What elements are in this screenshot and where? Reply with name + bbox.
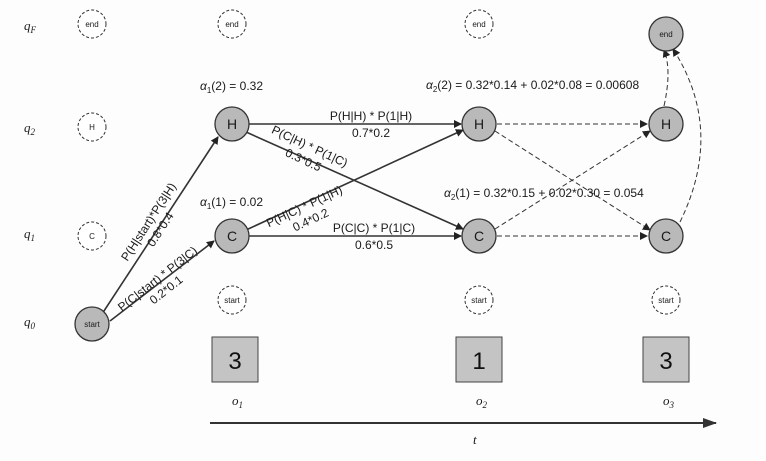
svg-text:C: C <box>661 228 671 244</box>
state-label-q0: q0 <box>24 314 36 331</box>
svg-text:start: start <box>224 296 240 305</box>
time-axis-label: t <box>473 432 477 447</box>
col1-end-node: end <box>217 9 247 39</box>
col0-H-node: H <box>77 112 107 142</box>
alpha-1-2-label: α1(2) = 0.32 <box>200 79 263 95</box>
col2-end-node: end <box>464 9 494 39</box>
svg-text:0.7*0.2: 0.7*0.2 <box>352 126 390 140</box>
col0-end-node: end <box>77 9 107 39</box>
svg-text:H: H <box>474 116 484 132</box>
edge-dashed-C-H <box>494 130 651 230</box>
edge-start-H <box>101 136 219 315</box>
svg-text:start: start <box>84 320 100 329</box>
col1-H-node: H <box>214 106 250 142</box>
col1-C-node: C <box>214 218 250 254</box>
edge-dashed-C-end <box>672 48 702 223</box>
svg-text:C: C <box>227 228 237 244</box>
svg-text:H: H <box>227 116 237 132</box>
col2-C-node: C <box>461 218 497 254</box>
col3-H-node: H <box>648 106 684 142</box>
observation-label-2: o2 <box>476 393 488 410</box>
svg-text:C: C <box>89 232 95 241</box>
observation-box-1: 3 <box>211 336 259 383</box>
observation-label-1: o1 <box>232 393 243 410</box>
state-label-q1: q1 <box>24 226 35 243</box>
svg-text:end: end <box>659 30 672 39</box>
col0-C-node: C <box>77 221 107 251</box>
svg-text:C: C <box>474 228 484 244</box>
svg-text:H: H <box>89 123 95 132</box>
col3-end-node: end <box>648 16 684 52</box>
col2-start-node: start <box>464 285 494 315</box>
alpha-2-2-label: α2(2) = 0.32*0.14 + 0.02*0.08 = 0.00608 <box>426 78 639 94</box>
col0-start-node: start <box>74 306 110 342</box>
alpha-2-1-label: α2(1) = 0.32*0.15 + 0.02*0.30 = 0.054 <box>444 186 644 202</box>
svg-text:3: 3 <box>659 348 672 375</box>
svg-text:start: start <box>658 296 674 305</box>
col3-C-node: C <box>648 218 684 254</box>
svg-text:P(H|H) * P(1|H): P(H|H) * P(1|H) <box>330 109 412 123</box>
svg-text:0.6*0.5: 0.6*0.5 <box>355 238 393 252</box>
svg-text:1: 1 <box>472 348 485 375</box>
alpha-1-1-label: α1(1) = 0.02 <box>200 195 263 211</box>
svg-text:H: H <box>661 116 671 132</box>
col3-start-node: start <box>651 285 681 315</box>
edge-label-H-C: P(C|H) * P(1|C) 0.3*0.5 <box>269 123 349 175</box>
svg-text:end: end <box>85 20 98 29</box>
edge-label-H-H: P(H|H) * P(1|H) 0.7*0.2 <box>330 109 412 140</box>
col1-start-node: start <box>217 285 247 315</box>
edge-label-C-C: P(C|C) * P(1|C) 0.6*0.5 <box>333 221 415 252</box>
state-label-q2: q2 <box>24 120 36 137</box>
observation-box-2: 1 <box>455 336 503 383</box>
observation-box-3: 3 <box>642 336 690 383</box>
svg-text:3: 3 <box>228 348 241 375</box>
observation-label-3: o3 <box>663 393 675 410</box>
svg-text:start: start <box>471 296 487 305</box>
edge-C-H <box>245 129 464 231</box>
edge-start-C <box>109 240 215 322</box>
col2-H-node: H <box>461 106 497 142</box>
svg-text:end: end <box>472 20 485 29</box>
edge-dashed-H-end <box>662 49 671 107</box>
svg-text:end: end <box>225 20 238 29</box>
state-label-qF: qF <box>24 18 37 35</box>
svg-text:P(C|C) * P(1|C): P(C|C) * P(1|C) <box>333 221 415 235</box>
